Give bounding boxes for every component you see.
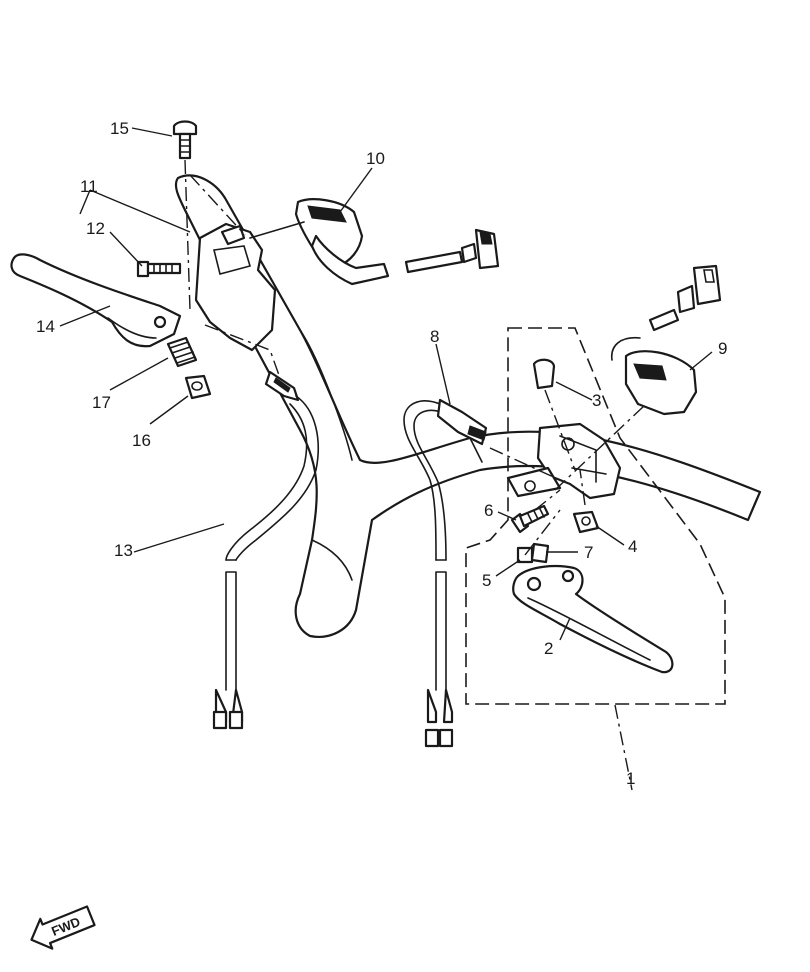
callout-2: 2 bbox=[544, 639, 553, 658]
screw-6 bbox=[510, 504, 550, 534]
callout-14: 14 bbox=[36, 317, 55, 336]
callout-16: 16 bbox=[132, 431, 151, 450]
callout-1: 1 bbox=[626, 769, 635, 788]
right-lever bbox=[512, 565, 674, 674]
callout-3: 3 bbox=[592, 391, 601, 410]
callout-4: 4 bbox=[628, 537, 637, 556]
spring-17 bbox=[166, 336, 198, 368]
callout-9: 9 bbox=[718, 339, 727, 358]
master-cylinder bbox=[506, 422, 622, 500]
bolt-15 bbox=[172, 120, 198, 160]
fwd-arrow: FWD bbox=[30, 905, 96, 950]
callout-7: 7 bbox=[584, 543, 593, 562]
left-switch-connector bbox=[404, 228, 500, 274]
callout-15: 15 bbox=[110, 119, 129, 138]
bolt-12 bbox=[136, 260, 182, 278]
left-switch-housing bbox=[249, 198, 390, 286]
callout-6: 6 bbox=[484, 501, 493, 520]
callout-8: 8 bbox=[430, 327, 439, 346]
assembly-lines bbox=[184, 159, 646, 791]
callout-5: 5 bbox=[482, 571, 491, 590]
clutch-cable bbox=[212, 370, 319, 730]
leader-lines bbox=[59, 127, 713, 641]
adjuster-5-7 bbox=[516, 542, 550, 564]
left-lever-bracket bbox=[194, 222, 277, 352]
callout-labels: 1 2 3 4 5 6 7 8 9 10 11 12 13 14 15 16 1… bbox=[36, 119, 727, 788]
pivot-bolt-3 bbox=[532, 358, 556, 390]
nut-16 bbox=[184, 374, 212, 400]
callout-10: 10 bbox=[366, 149, 385, 168]
master-cylinder-assembly-box bbox=[465, 327, 726, 705]
callout-17: 17 bbox=[92, 393, 111, 412]
left-lever bbox=[10, 253, 182, 348]
brake-hose bbox=[403, 398, 488, 748]
callout-11: 11 bbox=[80, 177, 98, 196]
callout-13: 13 bbox=[114, 541, 133, 560]
nut-4 bbox=[572, 510, 600, 534]
callout-12: 12 bbox=[86, 219, 105, 238]
right-switch bbox=[611, 264, 722, 416]
